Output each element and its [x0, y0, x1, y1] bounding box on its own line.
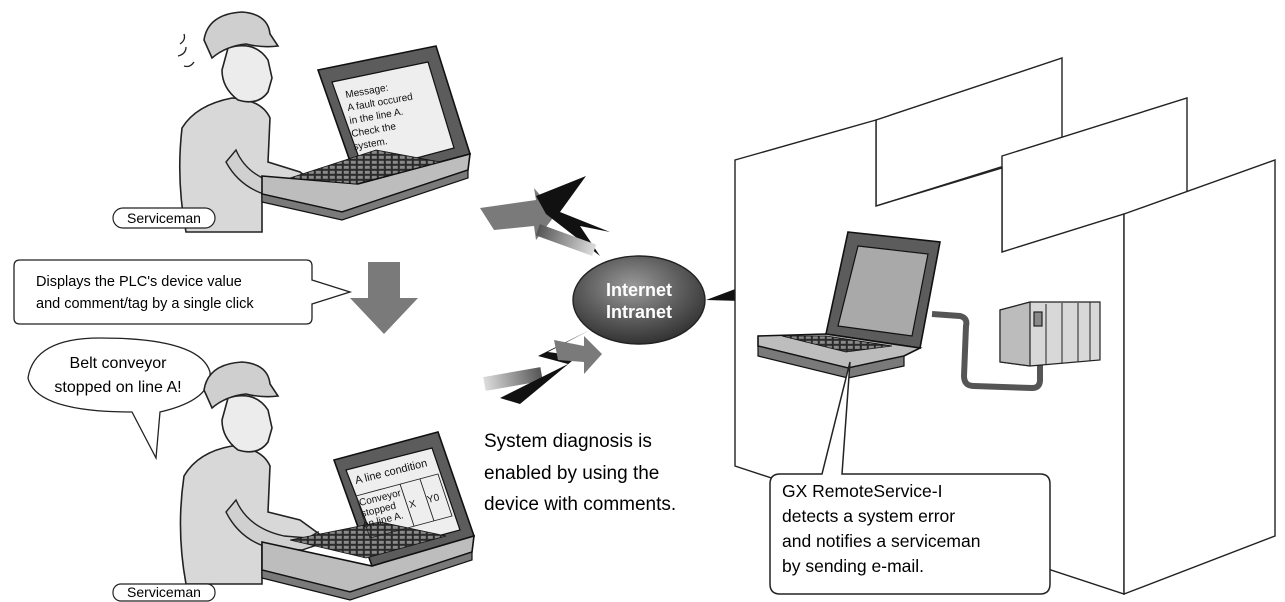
bottom-serviceman-label-box	[112, 583, 216, 602]
top-serviceman: Serviceman	[112, 11, 322, 233]
remote-callout-line-4: by sending e-mail.	[782, 556, 924, 576]
bottom-laptop-col-x: X	[408, 499, 417, 511]
plc-callout: Displays the PLC's device value and comm…	[13, 259, 353, 325]
bottom-serviceman-body	[179, 445, 324, 585]
internet-intranet-node: Internet Intranet	[572, 255, 706, 345]
speech-line-2: stopped on line A!	[54, 379, 181, 396]
bottom-serviceman: Serviceman	[112, 361, 324, 602]
network-line-2: Intranet	[606, 302, 672, 322]
top-serviceman-head	[221, 44, 273, 103]
diagnosis-line-3: device with comments.	[484, 494, 676, 515]
top-serviceman-label: Serviceman	[127, 210, 201, 226]
remote-callout-line-1: GX RemoteService-I	[782, 481, 942, 501]
down-arrow-icon	[350, 262, 418, 334]
plc-cable	[931, 311, 1043, 391]
bottom-laptop-col-y: Y0	[426, 492, 441, 506]
plc-unit	[999, 301, 1101, 367]
diagnosis-line-2: enabled by using the	[484, 463, 659, 484]
top-serviceman-cap	[203, 11, 280, 60]
bottom-serviceman-label: Serviceman	[127, 584, 201, 600]
diagnosis-line-1: System diagnosis is	[484, 431, 652, 452]
remote-callout-line-2: detects a system error	[782, 506, 955, 526]
top-serviceman-body	[178, 97, 322, 233]
worry-marks-icon	[177, 33, 195, 68]
plc-callout-line-2: and comment/tag by a single click	[36, 296, 254, 312]
speech-bubble: Belt conveyor stopped on line A!	[27, 337, 211, 461]
top-serviceman-label-box	[112, 207, 216, 229]
plc-callout-line-1: Displays the PLC's device value	[36, 274, 242, 290]
speech-line-1: Belt conveyor	[70, 355, 168, 372]
bottom-serviceman-cap	[203, 361, 280, 410]
top-laptop: Message: A fault occured in the line A. …	[261, 45, 472, 221]
diagnosis-caption: System diagnosis is enabled by using the…	[484, 431, 676, 515]
bottom-serviceman-head	[221, 394, 273, 453]
remote-laptop	[757, 231, 941, 379]
remote-service-callout: GX RemoteService-I detects a system erro…	[769, 361, 1051, 595]
remote-callout-line-3: and notifies a serviceman	[782, 531, 980, 551]
network-line-1: Internet	[606, 280, 672, 300]
bottom-laptop: A line condition Conveyor stopped on lin…	[261, 431, 476, 601]
signal-to-network-icon	[483, 330, 602, 404]
signal-to-serviceman-icon	[480, 176, 610, 256]
